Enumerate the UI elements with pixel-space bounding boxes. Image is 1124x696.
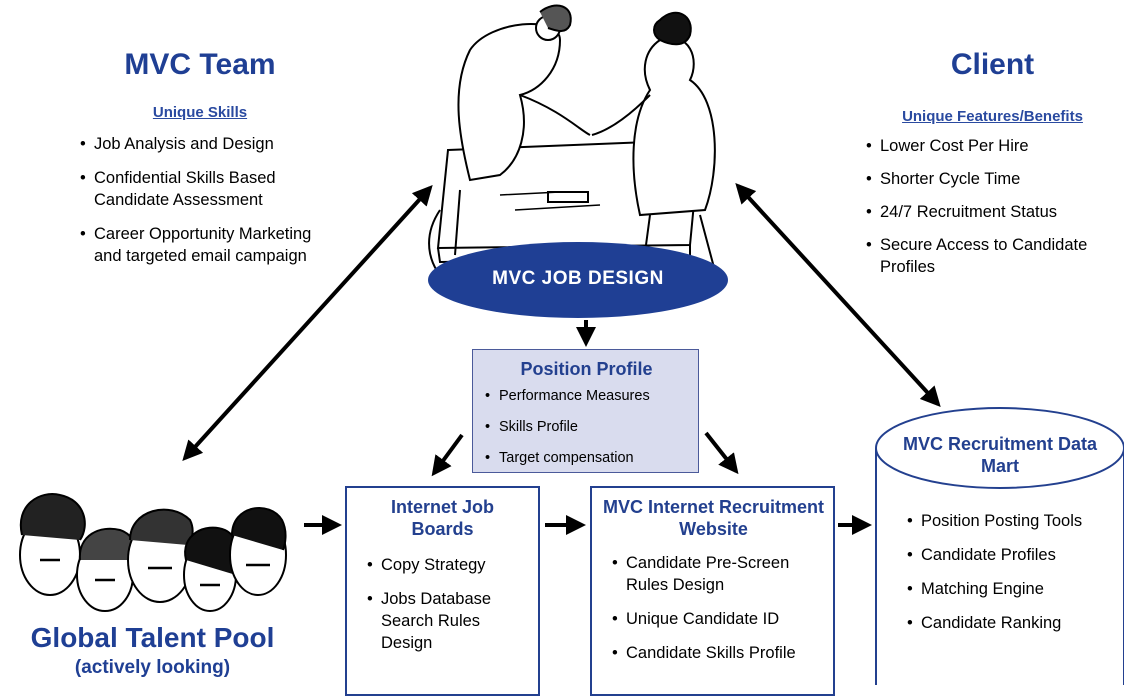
- list-item: Candidate Skills Profile: [612, 642, 825, 664]
- mvc-team-subhead: Unique Skills: [152, 104, 248, 121]
- list-item: Unique Candidate ID: [612, 608, 825, 630]
- data-mart-list: Position Posting Tools Candidate Profile…: [907, 510, 1117, 646]
- job-boards-list: Copy Strategy Jobs Database Search Rules…: [357, 554, 528, 654]
- list-item: Copy Strategy: [367, 554, 528, 576]
- mvc-team-title: MVC Team: [124, 48, 276, 81]
- client-title: Client: [950, 48, 1035, 81]
- list-item: Matching Engine: [907, 578, 1117, 600]
- position-profile-box: Position Profile Performance Measures Sk…: [472, 349, 699, 473]
- job-design-ellipse: [428, 242, 728, 318]
- arrow-team-pool: [182, 185, 433, 461]
- website-list: Candidate Pre-Screen Rules Design Unique…: [602, 552, 825, 664]
- list-item: Jobs Database Search Rules Design: [367, 588, 528, 654]
- client-subhead: Unique Features/Benefits: [902, 108, 1083, 125]
- arrow-profile-website: [704, 431, 739, 475]
- job-boards-title: Internet Job Boards: [390, 497, 494, 539]
- arrow-profile-jobboards: [431, 433, 464, 477]
- list-item: Candidate Ranking: [907, 612, 1117, 634]
- website-title: MVC Internet Recruitment Website: [602, 497, 825, 539]
- list-item: Confidential Skills Based Candidate Asse…: [80, 167, 320, 211]
- list-item: Candidate Profiles: [907, 544, 1117, 566]
- list-item: Position Posting Tools: [907, 510, 1117, 532]
- list-item: Skills Profile: [485, 417, 688, 437]
- job-design-label: MVC JOB DESIGN: [492, 268, 664, 289]
- list-item: Target compensation: [485, 448, 688, 468]
- list-item: Career Opportunity Marketing and targete…: [80, 223, 320, 267]
- position-profile-list: Performance Measures Skills Profile Targ…: [485, 386, 688, 468]
- list-item: 24/7 Recruitment Status: [866, 201, 1121, 223]
- list-item: Job Analysis and Design: [80, 133, 320, 155]
- list-item: Performance Measures: [485, 386, 688, 406]
- position-profile-title: Position Profile: [520, 359, 653, 379]
- talent-pool-title: Global Talent Pool: [30, 622, 275, 653]
- list-item: Shorter Cycle Time: [866, 168, 1121, 190]
- list-item: Lower Cost Per Hire: [866, 135, 1121, 157]
- arrow-client-datamart: [735, 183, 941, 407]
- data-mart-title: MVC Recruitment Data Mart: [902, 434, 1098, 476]
- website-box: MVC Internet Recruitment Website Candida…: [590, 486, 835, 696]
- list-item: Candidate Pre-Screen Rules Design: [612, 552, 825, 596]
- talent-pool-illustration: [19, 493, 287, 612]
- mvc-team-list: Job Analysis and Design Confidential Ski…: [80, 133, 320, 279]
- talent-pool-subtitle: (actively looking): [74, 657, 231, 678]
- list-item: Secure Access to Candidate Profiles: [866, 234, 1121, 278]
- client-list: Lower Cost Per Hire Shorter Cycle Time 2…: [866, 135, 1121, 289]
- job-boards-box: Internet Job Boards Copy Strategy Jobs D…: [345, 486, 540, 696]
